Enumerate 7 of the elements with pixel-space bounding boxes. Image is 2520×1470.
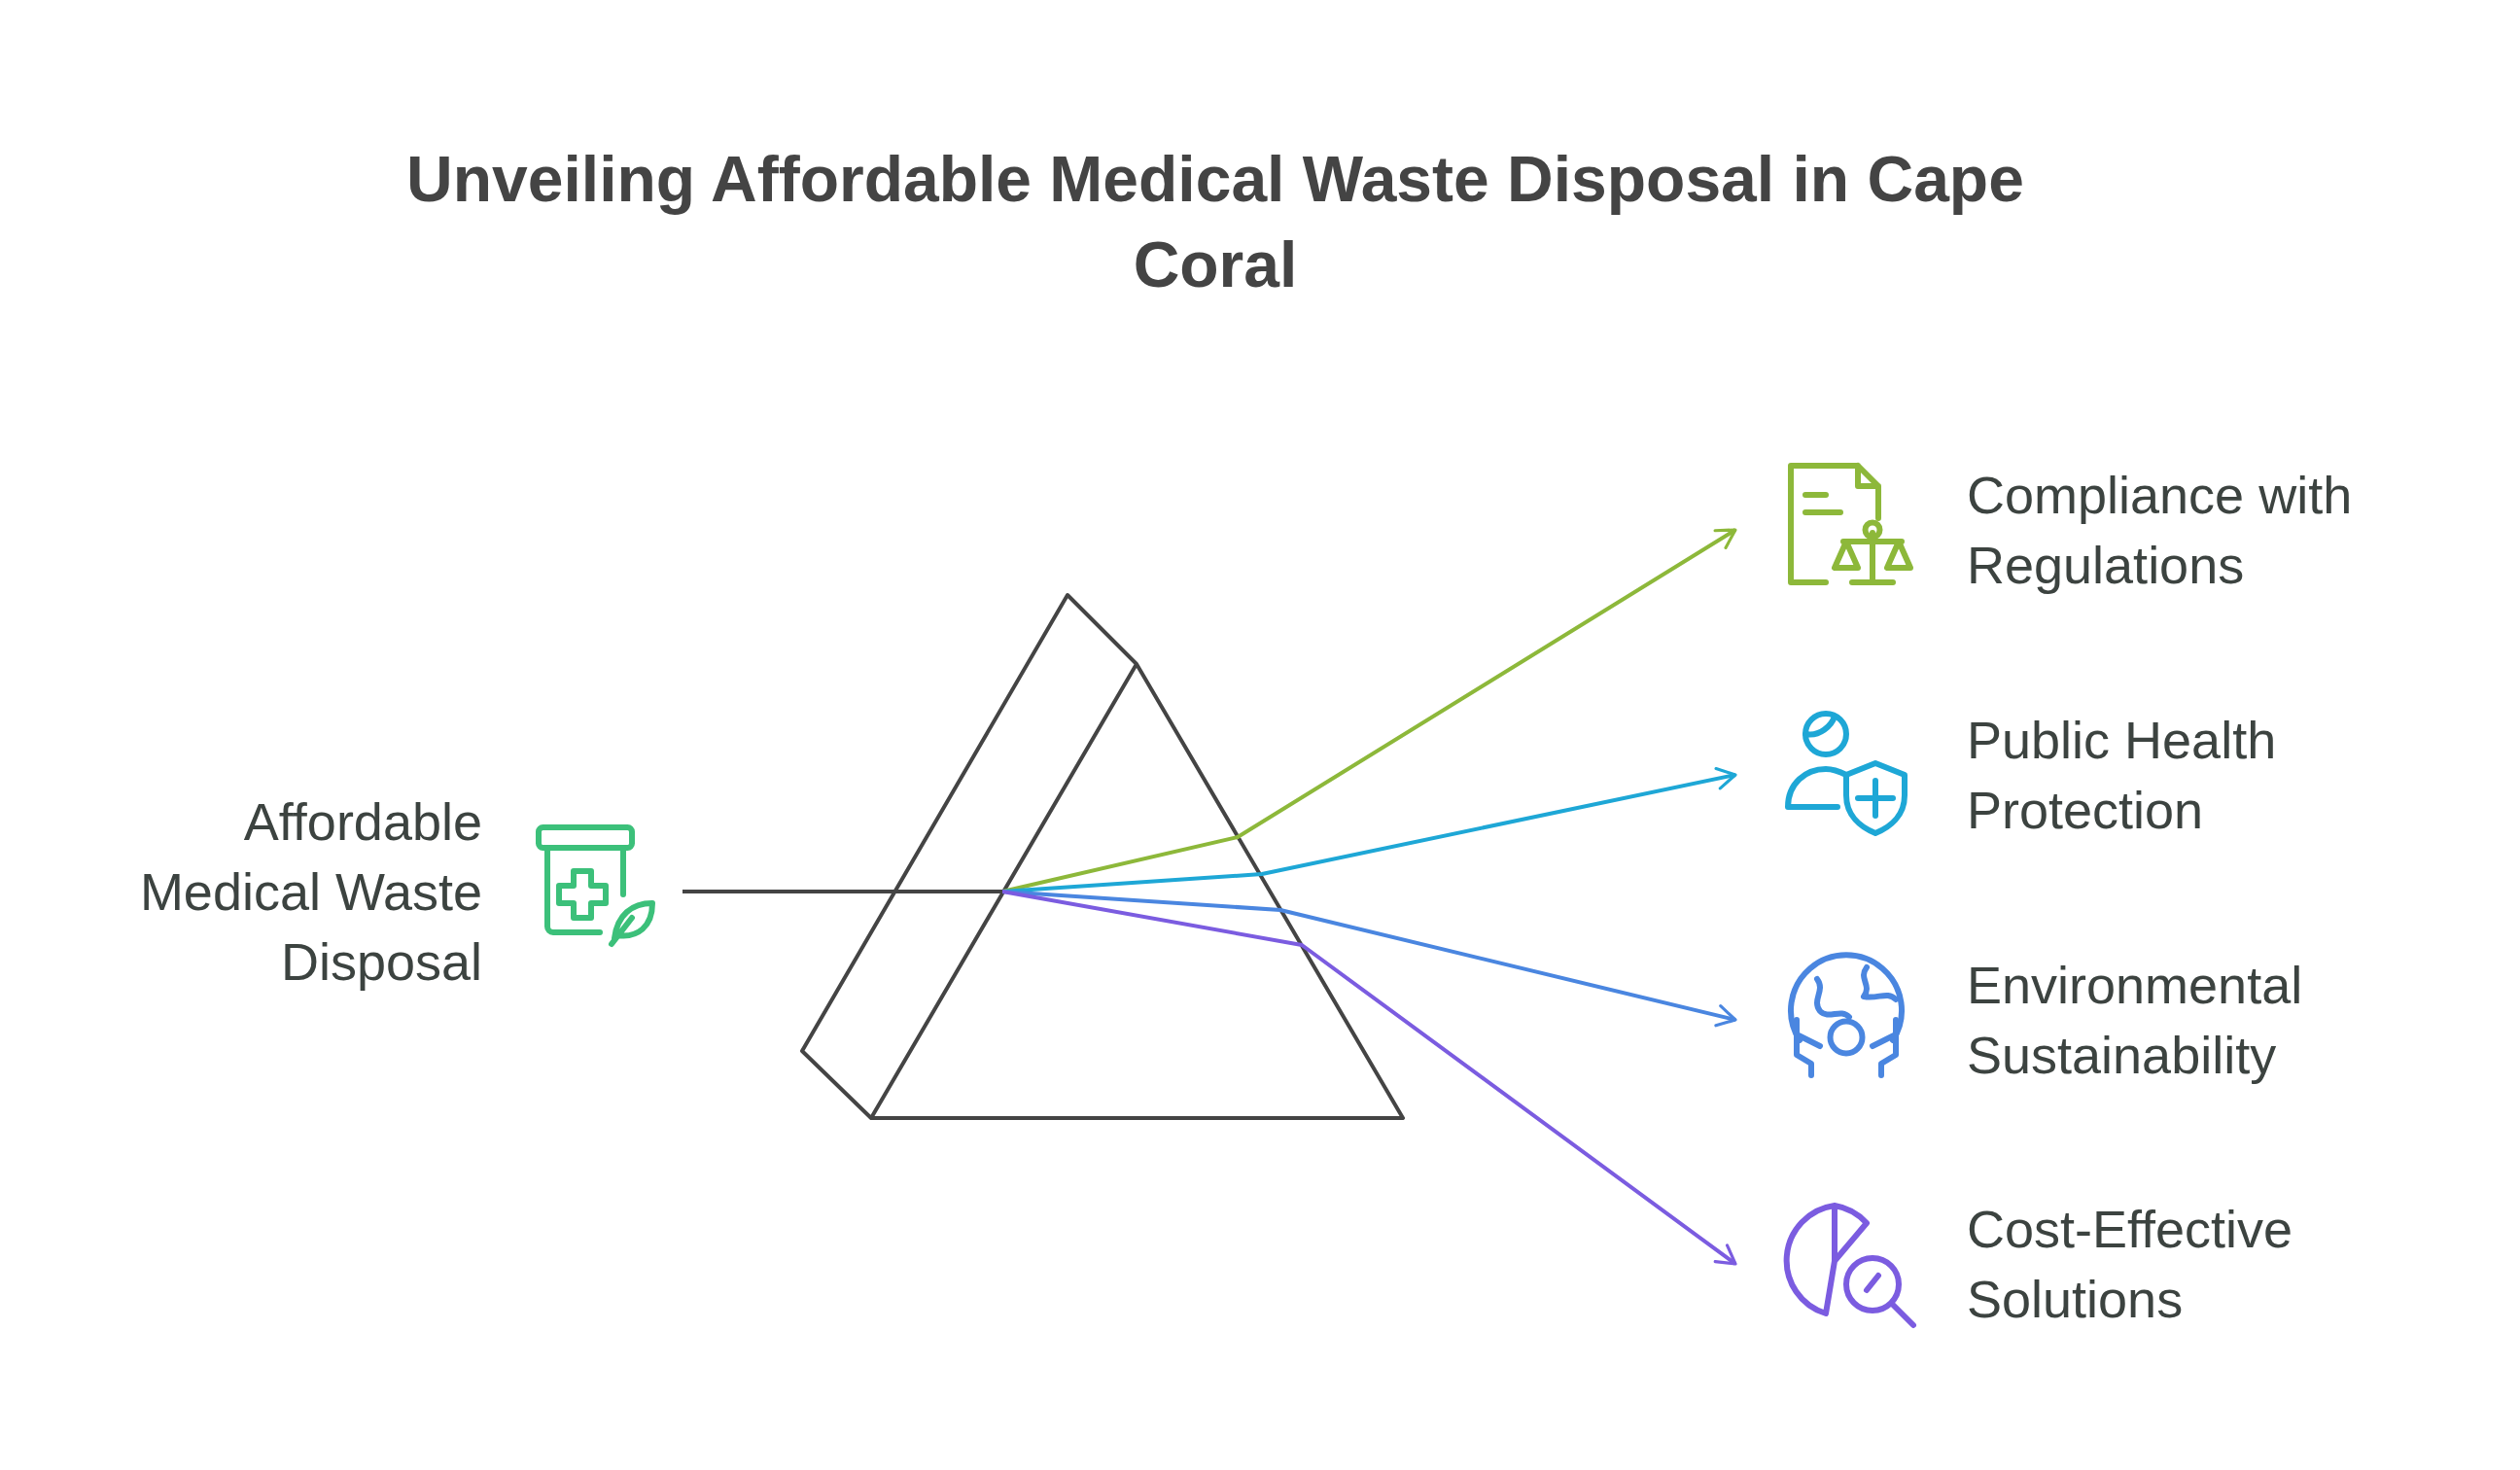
diagram-title: Unveiling Affordable Medical Waste Disposal in Cape Coral xyxy=(405,142,2025,302)
connector-line xyxy=(682,890,1002,893)
item-label: Public Health Protection xyxy=(1967,710,2278,841)
item-label: Environmental Sustainability xyxy=(1967,955,2304,1086)
item-label: Affordable Medical Waste Disposal xyxy=(138,791,482,993)
item-label: Cost-Effective Solutions xyxy=(1967,1199,2294,1330)
item-label: Compliance with Regulations xyxy=(1967,465,2354,596)
